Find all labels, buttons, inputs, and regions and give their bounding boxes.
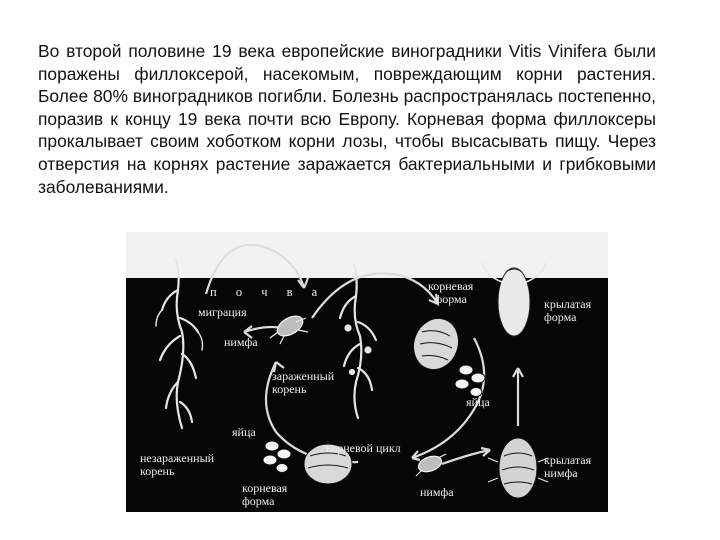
label-healthy-root: незараженный корень (140, 452, 214, 478)
eggs-cluster-left (263, 441, 291, 473)
phylloxera-life-cycle-figure: п о ч в а миграция нимфа зараженный коре… (126, 232, 608, 512)
label-eggs-left: яйца (232, 426, 256, 439)
label-winged-nymph: крылатая нимфа (544, 454, 591, 480)
label-eggs-right: яйца (466, 396, 490, 409)
infected-root-illustration (340, 264, 376, 418)
body-paragraph: Во второй половине 19 века европейские в… (38, 40, 656, 236)
label-root-form-bottom: корневая форма (242, 482, 287, 508)
label-nymph-bottom: нимфа (420, 486, 454, 499)
winged-nymph-arrow (442, 450, 490, 464)
winged-form-insect (482, 262, 546, 336)
label-migration: миграция (198, 306, 247, 319)
eggs-cluster-right (455, 365, 485, 397)
label-soil: п о ч в а (210, 286, 325, 299)
nymph-insect-bottom (416, 453, 446, 476)
winged-nymph-insect (488, 438, 548, 498)
label-nymph-top: нимфа (224, 336, 258, 349)
cycle-arc-top (312, 273, 438, 318)
label-root-form-top: корневая форма (428, 280, 473, 306)
label-root-cycle: корневой цикл (326, 442, 401, 455)
root-form-insect-top (406, 312, 465, 376)
label-winged-form: крылатая форма (544, 298, 591, 324)
healthy-root-illustration (156, 260, 203, 428)
label-infected-root: зараженный корень (272, 370, 334, 396)
